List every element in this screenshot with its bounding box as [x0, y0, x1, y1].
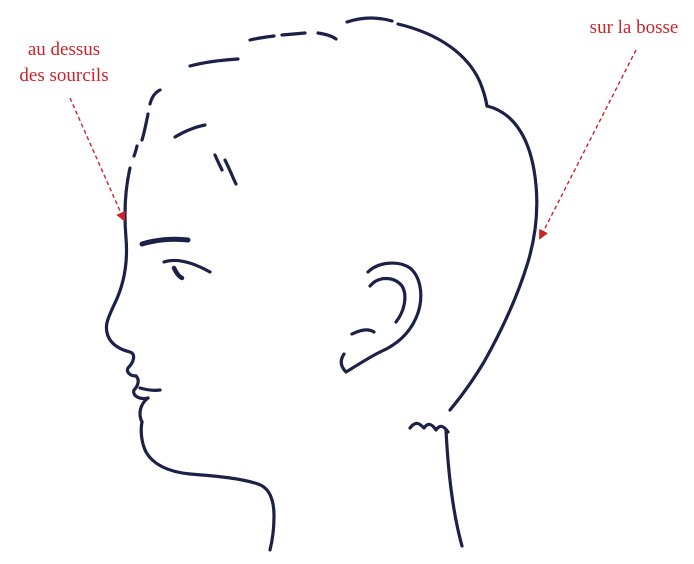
hair-top-stroke-5 [318, 33, 336, 39]
hair-top-stroke-1 [347, 18, 392, 22]
eye-pupil [174, 268, 182, 278]
hair-top-stroke-2 [398, 24, 487, 106]
jaw-neck-outline [190, 474, 274, 550]
eyebrow [142, 239, 188, 244]
ear-inner-detail [352, 330, 374, 334]
lower-lip-outline [140, 398, 148, 422]
hair-sideburn-1 [175, 125, 205, 137]
nape-hair [410, 423, 448, 432]
chin-outline [141, 422, 190, 474]
neck-back-outline [446, 430, 462, 546]
annotation-left-line1: au dessus [6, 37, 122, 63]
hair-top-stroke-3 [250, 36, 274, 40]
ear-inner [370, 279, 405, 323]
hair-side-stroke-3 [142, 114, 148, 140]
hair-sideburn-3 [225, 160, 236, 184]
arrow-bump [540, 50, 636, 238]
annotation-left-line2: des sourcils [6, 63, 122, 89]
annotation-above-eyebrows: au dessus des sourcils [6, 37, 122, 89]
hair-side-stroke-1 [190, 59, 238, 66]
nose-outline [108, 336, 136, 376]
annotation-right-line1: sur la bosse [576, 15, 692, 41]
arrow-eyebrow [70, 98, 124, 220]
hair-side-stroke-2 [150, 90, 160, 104]
annotation-on-bump: sur la bosse [576, 15, 692, 41]
hair-side-stroke-4 [134, 146, 137, 156]
forehead-outline [106, 168, 130, 336]
eye-upper-lid [164, 260, 210, 272]
back-of-head-outline [450, 106, 537, 410]
hair-sideburn-2 [215, 155, 222, 170]
hair-top-stroke-4 [282, 33, 305, 35]
mouth-line [140, 388, 160, 390]
